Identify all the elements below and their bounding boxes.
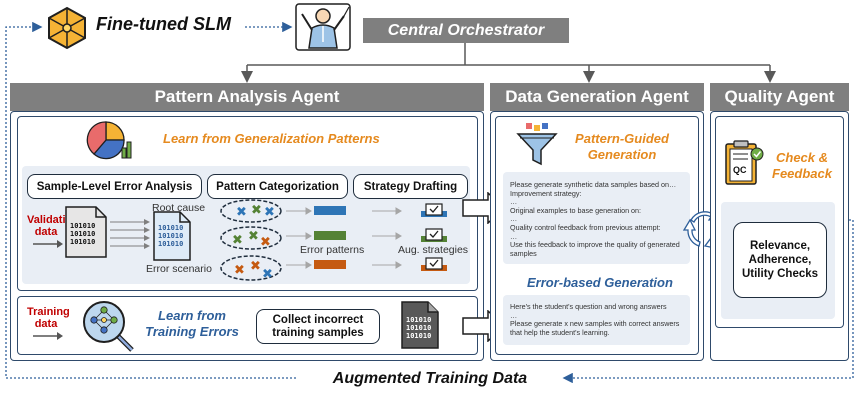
svg-text:✖: ✖	[262, 267, 273, 282]
learn-errors-title: Learn from Training Errors	[145, 308, 239, 339]
strategy-doc-icon-2	[421, 228, 447, 242]
analysis-arrows	[110, 219, 150, 249]
svg-text:✖: ✖	[236, 205, 247, 220]
svg-text:✖: ✖	[234, 263, 245, 278]
magnifier-network-icon	[83, 301, 134, 352]
svg-text:✖: ✖	[232, 233, 243, 248]
qc-badge: QC	[733, 165, 747, 175]
pattern-agent-header: Pattern Analysis Agent	[10, 83, 484, 111]
clipboard-check-icon	[725, 140, 764, 185]
step-pattern-categorization: Pattern Categorization	[207, 174, 348, 199]
error-prompt-text: Here's the student's question and wrong …	[510, 302, 680, 337]
validation-arrow	[33, 240, 63, 248]
collect-incorrect-box: Collect incorrect training samples	[256, 309, 380, 344]
pattern-arrows	[286, 207, 402, 269]
error-pattern-bar-3	[314, 260, 346, 269]
conductor-icon	[295, 3, 351, 51]
augmented-training-data-label: Augmented Training Data	[332, 370, 528, 387]
error-prompt-box	[503, 295, 690, 345]
analyzed-document-icon	[153, 211, 191, 261]
checks-box: Relevance, Adherence, Utility Checks	[733, 222, 827, 298]
step-strategy-drafting: Strategy Drafting	[353, 174, 468, 199]
funnel-icon	[516, 123, 558, 166]
svg-text:✖: ✖	[250, 259, 261, 274]
orchestrator-header: Central Orchestrator	[363, 18, 569, 43]
aug-strategies-label: Aug. strategies	[398, 244, 469, 256]
error-pattern-bar-1	[314, 206, 346, 215]
learn-patterns-title: Learn from Generalization Patterns	[163, 131, 380, 146]
pattern-prompt-box	[503, 172, 690, 264]
pattern-clusters: ✖ ✖ ✖ ✖ ✖ ✖ ✖ ✖ ✖	[220, 199, 282, 282]
validation-document-icon	[65, 206, 107, 258]
feedback-loop-left	[5, 21, 296, 379]
cube-network-icon	[48, 6, 86, 50]
svg-text:✖: ✖	[260, 235, 271, 250]
feedback-loop-right	[562, 219, 854, 384]
check-feedback-title: Check & Feedback	[772, 150, 832, 181]
pie-chart-icon	[86, 121, 132, 160]
svg-text:✖: ✖	[251, 203, 262, 218]
training-document-icon	[401, 301, 439, 349]
pattern-guided-title: Pattern-Guided Generation	[575, 131, 669, 162]
root-cause-label: Root cause	[152, 202, 206, 214]
svg-text:✖: ✖	[264, 205, 275, 220]
pattern-prompt-text: Please generate synthetic data samples b…	[510, 180, 680, 258]
quality-agent-header: Quality Agent	[710, 83, 849, 111]
error-scenario-label: Error scenario	[146, 263, 212, 275]
slm-label: Fine-tuned SLM	[96, 14, 231, 34]
error-pattern-bar-2	[314, 231, 346, 240]
strategy-doc-icon-1	[421, 203, 447, 217]
error-patterns-label: Error patterns	[300, 244, 365, 256]
svg-text:✖: ✖	[248, 229, 259, 244]
data-agent-header: Data Generation Agent	[490, 83, 704, 111]
validation-data-label: Validation data	[27, 214, 79, 238]
step-error-analysis: Sample-Level Error Analysis	[27, 174, 202, 199]
training-data-label: Training data	[27, 306, 70, 330]
training-arrow	[33, 332, 63, 340]
error-based-title: Error-based Generation	[527, 275, 673, 290]
strategy-doc-icon-3	[421, 257, 447, 271]
